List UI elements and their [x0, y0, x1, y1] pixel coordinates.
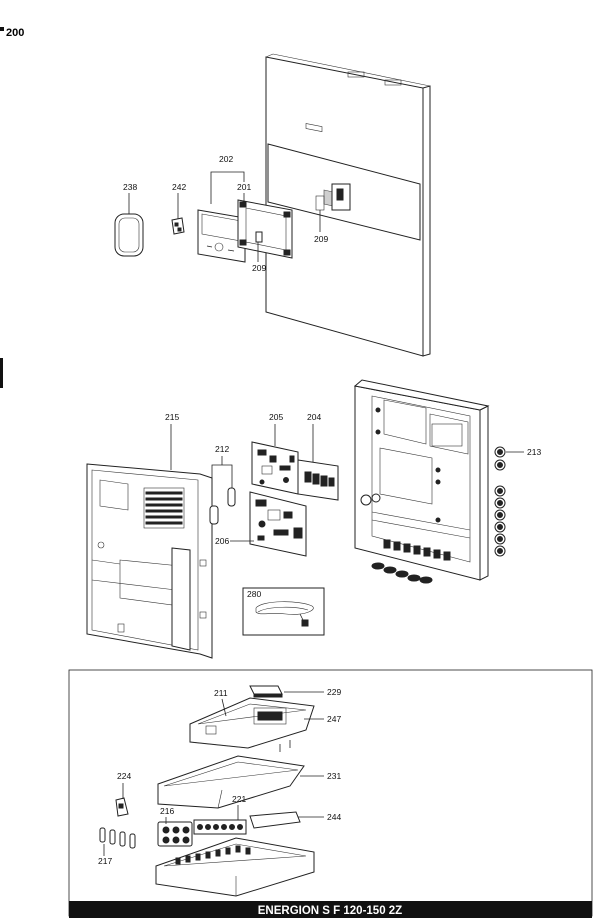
part-label-238: 238 — [123, 182, 137, 192]
part-label-213: 213 — [527, 447, 541, 457]
detail-box — [68, 669, 593, 917]
part-label-247: 247 — [327, 714, 341, 724]
control-display-unit — [197, 209, 246, 263]
part-label-205: 205 — [269, 412, 283, 422]
page-edge-mark — [0, 358, 3, 388]
cable-kit-280 — [242, 587, 325, 636]
part-label-211: 211 — [214, 688, 228, 698]
part-label-217: 217 — [98, 856, 112, 866]
terminal-block-216 — [157, 821, 193, 847]
board-204 — [297, 459, 339, 501]
housing-247 — [189, 697, 315, 752]
part-label-206: 206 — [215, 536, 229, 546]
part-label-244: 244 — [327, 812, 341, 822]
fuses-217 — [99, 827, 136, 849]
connector-strip-221 — [193, 819, 247, 835]
front-panel-cover — [265, 53, 431, 357]
cover-215 — [86, 463, 213, 659]
label-plate-244 — [249, 811, 301, 829]
part-label-224: 224 — [117, 771, 131, 781]
back-housing — [353, 379, 490, 581]
board-206 — [249, 491, 307, 557]
base-terminals — [175, 845, 251, 865]
grommet-row — [371, 562, 433, 584]
part-label-209-upper: 209 — [314, 234, 328, 244]
grommets-213 — [494, 446, 506, 557]
cover-229 — [249, 685, 283, 698]
cover-231 — [157, 755, 305, 809]
part-label-229: 229 — [327, 687, 341, 697]
part-label-202: 202 — [219, 154, 233, 164]
part-label-209-lower: 209 — [252, 263, 266, 273]
footer-title: ENERGION S F 120-150 2Z — [258, 905, 402, 917]
footer-bar — [69, 901, 592, 918]
connector-242 — [171, 217, 185, 235]
terminal-strip — [383, 539, 451, 561]
page-number: 200 — [6, 27, 24, 39]
vent-grille — [143, 487, 185, 529]
part-label-221: 221 — [232, 794, 246, 804]
part-label-216: 216 — [160, 806, 174, 816]
rubber-knob-238 — [114, 213, 144, 257]
part-label-280: 280 — [247, 589, 261, 599]
display-frame — [237, 199, 293, 259]
part-label-242: 242 — [172, 182, 186, 192]
base-tray — [155, 837, 315, 897]
part-label-215: 215 — [165, 412, 179, 422]
part-label-204: 204 — [307, 412, 321, 422]
page-corner-mark — [0, 27, 4, 31]
connector-224 — [115, 797, 129, 817]
part-label-201: 201 — [237, 182, 251, 192]
part-label-231: 231 — [327, 771, 341, 781]
clips-212 — [209, 487, 236, 525]
board-205 — [251, 441, 299, 495]
part-label-212: 212 — [215, 444, 229, 454]
